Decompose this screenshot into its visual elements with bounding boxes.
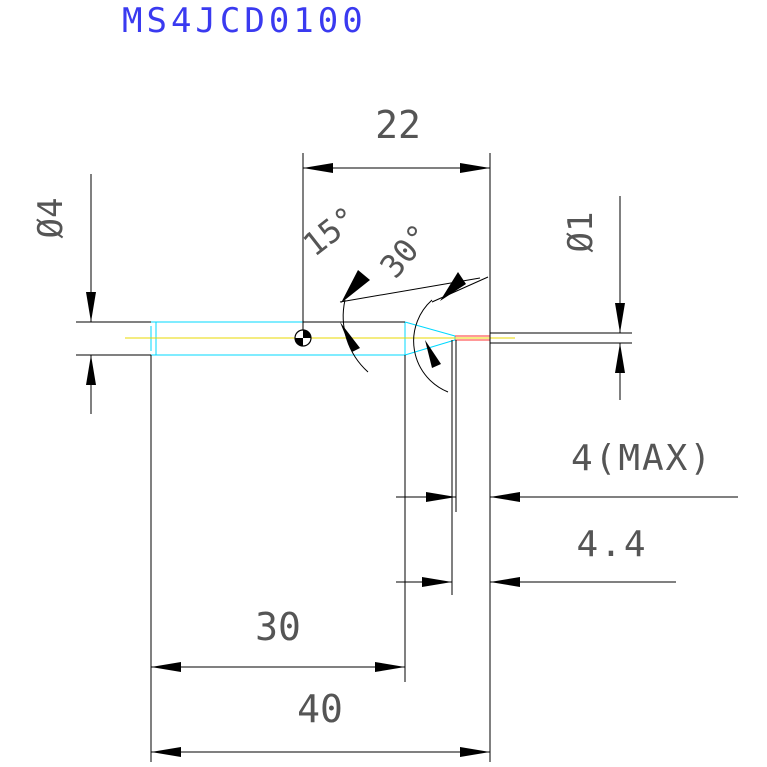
angle-text-15: 15° <box>296 199 365 265</box>
dim-text-30: 30 <box>255 605 301 649</box>
angle-arrow-15-upper <box>341 270 370 303</box>
angle-arrow-15-lower <box>340 322 360 352</box>
origin-marker-icon <box>294 329 312 347</box>
dim-text-4max: 4(MAX) <box>571 438 713 479</box>
dim-text-44: 4.4 <box>576 524 647 565</box>
dim-text-40: 40 <box>297 687 343 731</box>
extension-lines <box>76 153 632 762</box>
angle-text-30: 30° <box>372 217 438 286</box>
dim-text-22: 22 <box>375 103 421 147</box>
dim-text-dia1: Ø1 <box>561 212 601 253</box>
part-number-title: MS4JCD0100 <box>122 1 367 41</box>
angle-arc-30 <box>413 299 449 393</box>
angle-arrow-30-upper <box>440 272 466 301</box>
dim-text-dia4: Ø4 <box>31 198 71 239</box>
angle-arrow-30-lower <box>425 340 441 368</box>
